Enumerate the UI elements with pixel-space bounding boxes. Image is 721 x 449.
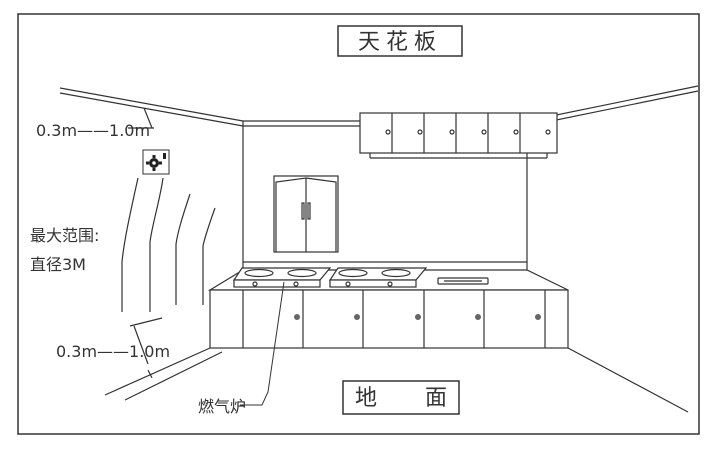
max-range-label-line1: 最大范围: — [30, 226, 99, 245]
sink — [437, 277, 489, 285]
stove-callout-line — [240, 281, 285, 406]
ceiling-label-box: 天花板 — [337, 25, 463, 57]
upper-range-marker — [128, 107, 154, 129]
range-curves — [121, 177, 216, 312]
lower-range-label: 0.3m——1.0m — [56, 342, 170, 361]
floor-label-left: 地 — [355, 386, 377, 411]
ceiling-label: 天花板 — [358, 30, 442, 55]
wall-cabinet — [359, 112, 558, 159]
window — [273, 175, 339, 253]
stove-label: 燃气炉 — [198, 397, 246, 416]
max-range-label-line2: 直径3M — [30, 255, 86, 274]
floor-label-box: 地 面 — [342, 380, 460, 415]
cabinet-knobs — [294, 314, 541, 320]
floor-label-right: 面 — [425, 386, 447, 411]
stove-left — [232, 267, 332, 288]
gas-detector-icon — [142, 149, 170, 175]
upper-range-label: 0.3m——1.0m — [36, 121, 150, 140]
stove-right — [328, 267, 428, 288]
lower-range-marker — [129, 317, 163, 379]
diagram-frame — [17, 13, 700, 435]
